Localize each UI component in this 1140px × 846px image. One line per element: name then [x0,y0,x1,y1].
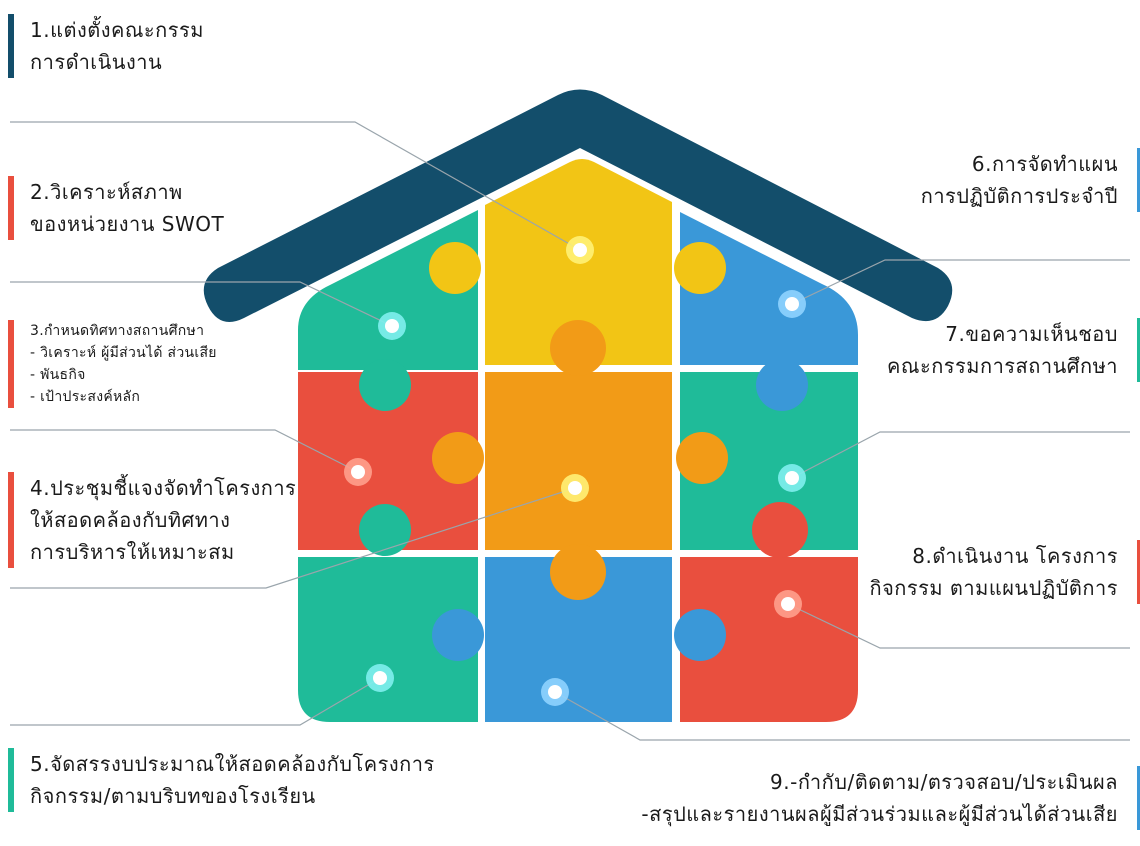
step-2-line-2: ของหน่วยงาน SWOT [30,212,225,236]
step-5-bar [8,748,14,812]
marker-9 [541,678,569,706]
connector-1 [10,121,581,251]
step-3-line-2: - วิเคราะห์ ผู้มีส่วนได้ ส่วนเสีย [30,345,217,361]
puzzle-piece-6 [680,212,858,365]
step-5-label: 5.จัดสรรงบประมาณให้สอดคล้องกับโครงการ กิ… [8,748,528,812]
step-8-label: 8.ดำเนินงาน โครงการ กิจกรรม ตามแผนปฏิบัต… [800,540,1140,604]
step-7-label: 7.ขอความเห็นชอบ คณะกรรมการสถานศึกษา [800,318,1140,382]
markers [344,236,806,706]
step-7-line-1: 7.ขอความเห็นชอบ [945,322,1118,346]
marker-2 [378,312,406,340]
step-3-line-1: 3.กำหนดทิศทางสถานศึกษา [30,323,205,339]
step-6-line-2: การปฏิบัติการประจำปี [920,184,1118,208]
step-2-label: 2.วิเคราะห์สภาพ ของหน่วยงาน SWOT [8,176,328,240]
connector-5 [10,677,381,726]
step-9-line-2: -สรุปและรายงานผลผู้มีส่วนร่วมและผู้มีส่ว… [641,802,1118,826]
marker-8 [774,590,802,618]
marker-6 [778,290,806,318]
step-6-line-1: 6.การจัดทำแผน [971,152,1118,176]
step-4-line-2: ให้สอดคล้องกับทิศทาง [30,508,231,532]
marker-3 [344,458,372,486]
step-8-bar [1137,540,1140,604]
puzzle-piece-9 [485,557,672,722]
step-9-label: 9.-กำกับ/ติดตาม/ตรวจสอบ/ประเมินผล -สรุปแ… [520,766,1140,830]
connector-8 [787,603,1130,649]
step-7-line-2: คณะกรรมการสถานศึกษา [887,354,1118,378]
step-1-label: 1.แต่งตั้งคณะกรรม การดำเนินงาน [8,14,328,78]
step-1-line-1: 1.แต่งตั้งคณะกรรม [30,18,204,42]
connector-3 [10,429,359,473]
marker-5 [366,664,394,692]
marker-7 [778,464,806,492]
step-1-line-2: การดำเนินงาน [30,50,163,74]
step-8-line-2: กิจกรรม ตามแผนปฏิบัติการ [869,576,1118,600]
marker-4 [561,474,589,502]
step-9-bar [1137,766,1140,830]
connector-4 [10,487,576,589]
connector-7 [791,431,1130,479]
puzzle-pieces [298,159,858,722]
puzzle-piece-4 [485,372,672,550]
connector-6 [791,259,1130,305]
step-8-line-1: 8.ดำเนินงาน โครงการ [912,544,1118,568]
step-3-line-4: - เป้าประสงค์หลัก [30,389,141,405]
step-4-line-1: 4.ประชุมชี้แจงจัดทำโครงการ [30,476,297,500]
step-2-line-1: 2.วิเคราะห์สภาพ [30,180,183,204]
puzzle-piece-8 [680,557,858,722]
step-5-line-1: 5.จัดสรรงบประมาณให้สอดคล้องกับโครงการ [30,752,435,776]
puzzle-piece-2 [298,210,478,370]
step-2-bar [8,176,14,240]
step-3-line-3: - พันธกิจ [30,367,86,383]
puzzle-piece-7 [680,372,858,550]
roof [203,89,953,322]
step-6-label: 6.การจัดทำแผน การปฏิบัติการประจำปี [800,148,1140,212]
connector-9 [554,691,1130,741]
puzzle-tabs [359,242,808,661]
puzzle-piece-5 [298,557,478,722]
step-4-label: 4.ประชุมชี้แจงจัดทำโครงการ ให้สอดคล้องกั… [8,472,308,568]
step-3-label: 3.กำหนดทิศทางสถานศึกษา - วิเคราะห์ ผู้มี… [8,320,308,408]
step-4-bar [8,472,14,568]
step-7-bar [1137,318,1140,382]
step-6-bar [1137,148,1140,212]
step-4-line-3: การบริหารให้เหมาะสม [30,540,235,564]
connector-2 [10,281,393,327]
step-5-line-2: กิจกรรม/ตามบริบทของโรงเรียน [30,784,316,808]
step-9-line-1: 9.-กำกับ/ติดตาม/ตรวจสอบ/ประเมินผล [770,770,1118,794]
puzzle-piece-3 [298,372,478,550]
step-3-bar [8,320,14,408]
connector-lines [10,121,1130,741]
marker-1 [566,236,594,264]
step-1-bar [8,14,14,78]
